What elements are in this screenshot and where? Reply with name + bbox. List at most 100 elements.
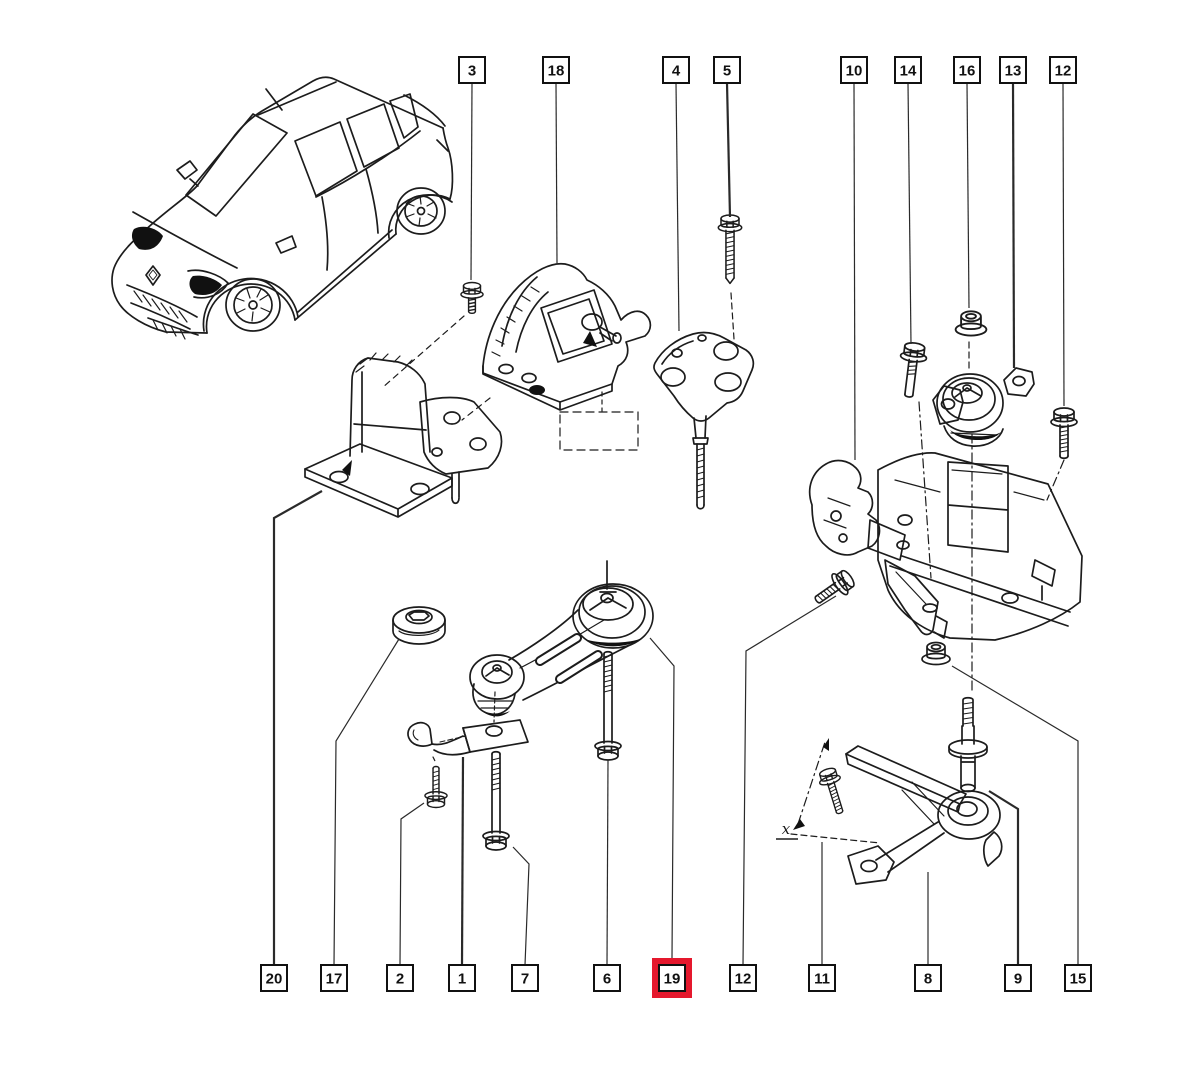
car-windshield: [185, 113, 288, 217]
part-17-washer[interactable]: [392, 606, 446, 645]
callout-10[interactable]: 10: [840, 56, 868, 84]
callout-box: [840, 56, 868, 84]
part-19-torque-rod[interactable]: [469, 560, 654, 717]
callout-number: 20: [266, 971, 283, 988]
callout-box: [999, 56, 1027, 84]
callout-number: 17: [326, 971, 343, 988]
leader-line-5: [725, 82, 732, 218]
car-body-outline: [111, 76, 444, 334]
part-20-engine-mount-assembly[interactable]: [304, 352, 503, 518]
callout-2[interactable]: 2: [386, 964, 414, 992]
callout-number: 6: [603, 971, 611, 988]
car-antenna: [265, 88, 283, 111]
callout-4[interactable]: 4: [662, 56, 690, 84]
part-5-screw[interactable]: [717, 214, 743, 285]
leader-line-3: [470, 82, 473, 281]
callout-8[interactable]: 8: [914, 964, 942, 992]
leader-line-16: [966, 82, 970, 309]
leader-line-9: [988, 790, 1020, 965]
callout-14[interactable]: 14: [894, 56, 922, 84]
callout-box: [320, 964, 348, 992]
callout-20[interactable]: 20: [260, 964, 288, 992]
callout-1[interactable]: 1: [448, 964, 476, 992]
callout-number: 13: [1005, 63, 1022, 80]
leader-line-10: [853, 82, 856, 461]
callout-number: 11: [814, 971, 830, 988]
car-illustration: [111, 76, 454, 340]
part-2-bolt[interactable]: [424, 765, 448, 809]
part-12-bolt-lower[interactable]: [809, 565, 859, 610]
callout-box: [511, 964, 539, 992]
leader-line-20: [272, 490, 323, 965]
callout-box: [914, 964, 942, 992]
callout-box: [1049, 56, 1077, 84]
car-headlight: [189, 275, 222, 295]
part-11-bolt[interactable]: [815, 765, 850, 816]
callout-7[interactable]: 7: [511, 964, 539, 992]
callout-number: 16: [959, 63, 976, 80]
part-18-engine-mount[interactable]: [482, 262, 652, 411]
callout-number: 14: [900, 63, 917, 80]
callout-number: 15: [1070, 971, 1087, 988]
callout-number: 1: [458, 971, 466, 988]
car-grille: [126, 284, 198, 318]
leader-line-12: [742, 595, 837, 966]
part-8-bracket[interactable]: [845, 745, 1003, 885]
part-12-bolt-upper[interactable]: [1050, 407, 1078, 460]
callout-box: [593, 964, 621, 992]
part-7-screw[interactable]: [482, 750, 510, 851]
callout-13[interactable]: 13: [999, 56, 1027, 84]
callout-16[interactable]: 16: [953, 56, 981, 84]
callout-12[interactable]: 12: [729, 964, 757, 992]
car-rear-wheel: [387, 187, 453, 239]
callout-18[interactable]: 18: [542, 56, 570, 84]
part-9-stud[interactable]: [948, 696, 988, 793]
callout-5[interactable]: 5: [713, 56, 741, 84]
callout-number: 10: [846, 63, 863, 80]
callout-3[interactable]: 3: [458, 56, 486, 84]
callout-box: [953, 56, 981, 84]
callout-box: [1004, 964, 1032, 992]
callout-box: [729, 964, 757, 992]
leader-line-1: [460, 756, 465, 966]
callout-box: [448, 964, 476, 992]
part-6-bolt[interactable]: [594, 650, 622, 761]
part-14-bolt[interactable]: [896, 340, 929, 398]
callout-number: 2: [396, 971, 404, 988]
part-4-bracket[interactable]: [653, 331, 755, 510]
leader-line-7: [512, 846, 530, 966]
callout-box: [542, 56, 570, 84]
dimension-label: x: [782, 820, 791, 838]
callout-19-highlighted[interactable]: 19: [652, 958, 692, 998]
callout-9[interactable]: 9: [1004, 964, 1032, 992]
car-front-wheel: [202, 277, 299, 332]
leader-line-19: [649, 637, 675, 959]
callout-number: 18: [548, 63, 565, 80]
callout-box: [894, 56, 922, 84]
callout-11[interactable]: 11: [808, 964, 836, 992]
part-15-nut[interactable]: [921, 641, 951, 666]
callout-box: [808, 964, 836, 992]
part-1-support-bracket[interactable]: [407, 719, 529, 756]
callout-12[interactable]: 12: [1049, 56, 1077, 84]
callout-number: 5: [723, 63, 731, 80]
leader-line-12: [1062, 82, 1065, 407]
callout-number: 19: [664, 971, 681, 988]
part-3-bolt[interactable]: [460, 281, 484, 315]
callout-box: [260, 964, 288, 992]
dimension-label-group: x: [776, 820, 798, 840]
callout-15[interactable]: 15: [1064, 964, 1092, 992]
callout-17[interactable]: 17: [320, 964, 348, 992]
part-10-rear-support[interactable]: [808, 452, 1083, 641]
axis-and-construction-lines: [381, 292, 1065, 844]
callout-6[interactable]: 6: [593, 964, 621, 992]
leader-line-17: [333, 638, 400, 966]
callout-number: 4: [672, 63, 681, 80]
leader-line-2: [399, 802, 425, 966]
part-13-engine-mount[interactable]: [932, 367, 1035, 447]
part-16-nut[interactable]: [954, 310, 988, 337]
leader-lines: [272, 82, 1079, 966]
